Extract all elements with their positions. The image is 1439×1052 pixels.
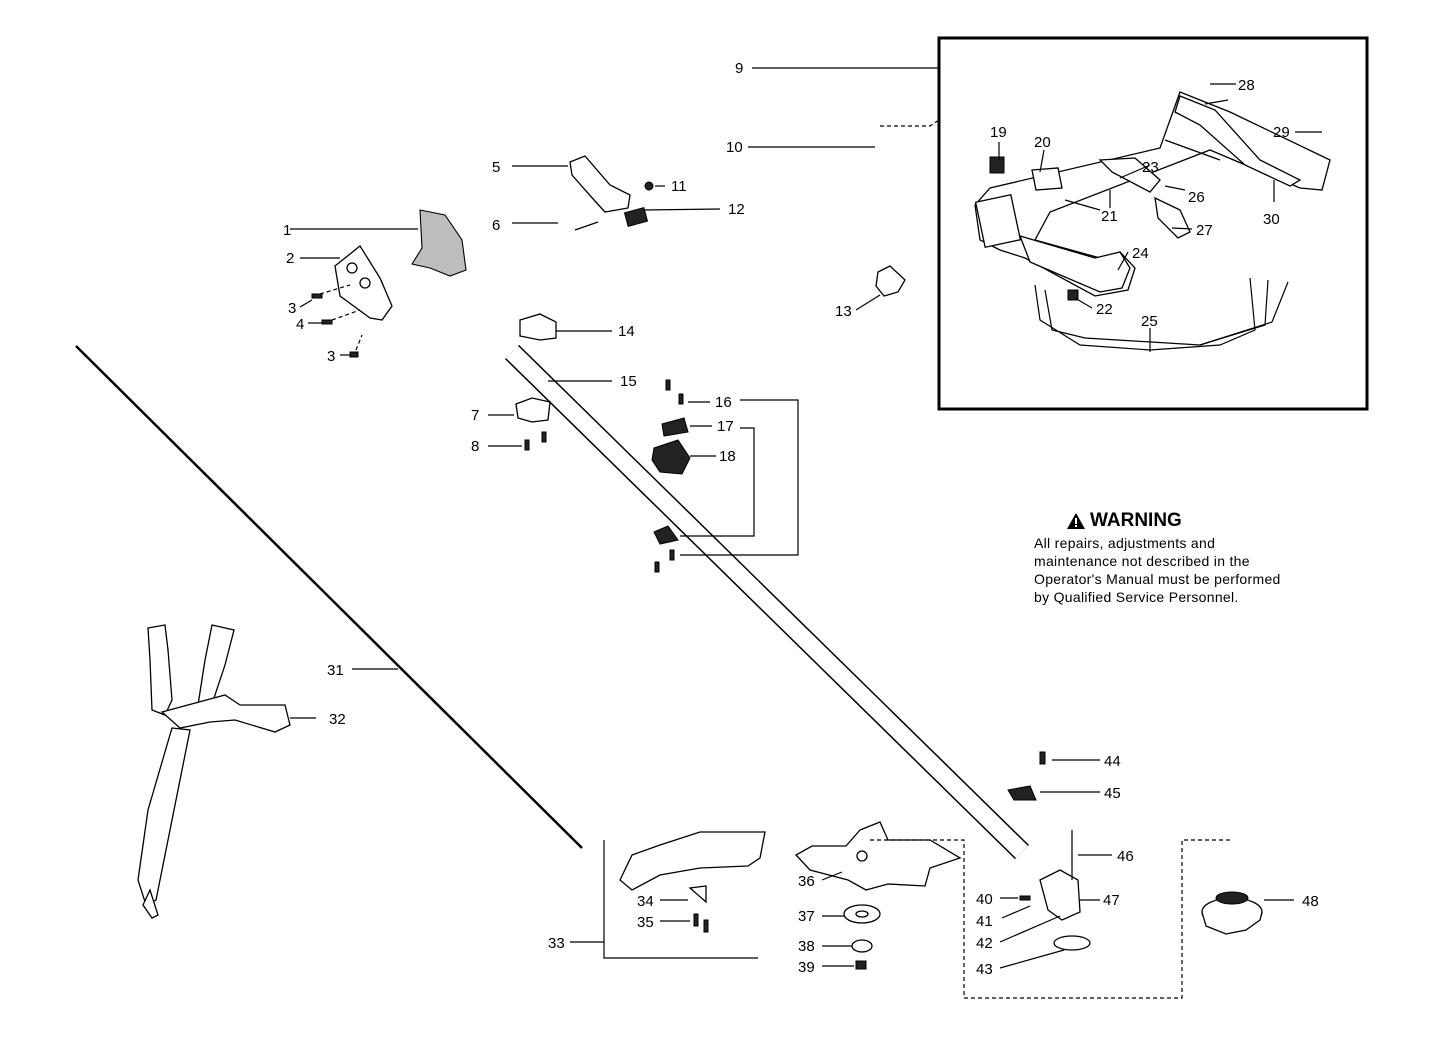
label-23: 23 bbox=[1142, 159, 1159, 176]
part-5 bbox=[569, 155, 631, 213]
label-26: 26 bbox=[1188, 189, 1205, 206]
label-5: 5 bbox=[492, 159, 500, 176]
label-3a: 3 bbox=[288, 300, 296, 317]
label-32: 32 bbox=[329, 711, 346, 728]
part-43 bbox=[1053, 935, 1091, 951]
label-4: 4 bbox=[296, 316, 304, 333]
label-46: 46 bbox=[1117, 848, 1134, 865]
label-42: 42 bbox=[976, 935, 993, 952]
label-16: 16 bbox=[715, 394, 732, 411]
label-10: 10 bbox=[726, 139, 743, 156]
label-36: 36 bbox=[798, 873, 815, 890]
label-37: 37 bbox=[798, 908, 815, 925]
inset-frame bbox=[937, 36, 1369, 411]
warning-text: All repairs, adjustments and maintenance… bbox=[1034, 535, 1281, 605]
part-18 bbox=[651, 439, 691, 475]
part-48-trimmer-head bbox=[1201, 891, 1263, 935]
throttle-housing bbox=[974, 91, 1331, 297]
part-17-lower bbox=[653, 525, 679, 545]
part-11 bbox=[644, 181, 654, 191]
part-32-harness bbox=[137, 624, 291, 919]
label-7: 7 bbox=[471, 407, 479, 424]
label-28: 28 bbox=[1238, 77, 1255, 94]
label-44: 44 bbox=[1104, 753, 1121, 770]
label-29: 29 bbox=[1273, 124, 1290, 141]
label-3b: 3 bbox=[327, 348, 335, 365]
label-9: 9 bbox=[735, 60, 743, 77]
label-31: 31 bbox=[327, 662, 344, 679]
part-36-blade bbox=[794, 821, 962, 891]
part-45 bbox=[1007, 785, 1037, 801]
label-15: 15 bbox=[620, 373, 637, 390]
label-19: 19 bbox=[990, 124, 1007, 141]
label-48: 48 bbox=[1302, 893, 1319, 910]
label-12: 12 bbox=[728, 201, 745, 218]
label-6: 6 bbox=[492, 217, 500, 234]
part-33-guard bbox=[619, 831, 766, 891]
label-47: 47 bbox=[1103, 892, 1120, 909]
part-14 bbox=[519, 313, 557, 341]
part-17 bbox=[661, 417, 689, 437]
part-10-handlebar bbox=[647, 129, 896, 286]
part-39 bbox=[855, 960, 867, 970]
label-13: 13 bbox=[835, 303, 852, 320]
warning-notice: WARNING All repairs, adjustments and mai… bbox=[1034, 510, 1294, 606]
label-18: 18 bbox=[719, 448, 736, 465]
label-33: 33 bbox=[548, 935, 565, 952]
label-22: 22 bbox=[1096, 301, 1113, 318]
label-21: 21 bbox=[1101, 208, 1118, 225]
part-23 bbox=[1098, 157, 1161, 193]
label-45: 45 bbox=[1104, 785, 1121, 802]
label-30: 30 bbox=[1263, 211, 1280, 228]
part-47-gearhead bbox=[1039, 869, 1081, 921]
part-31-driveshaft bbox=[75, 345, 583, 849]
part-34 bbox=[688, 885, 707, 904]
label-8: 8 bbox=[471, 438, 479, 455]
warning-triangle-icon bbox=[1067, 513, 1085, 529]
label-41: 41 bbox=[976, 913, 993, 930]
part-1 bbox=[411, 209, 467, 277]
part-20 bbox=[1031, 167, 1063, 191]
label-34: 34 bbox=[637, 893, 654, 910]
part-22 bbox=[1067, 289, 1079, 301]
label-14: 14 bbox=[618, 323, 635, 340]
label-11: 11 bbox=[671, 178, 687, 195]
label-38: 38 bbox=[798, 938, 815, 955]
label-2: 2 bbox=[286, 250, 294, 267]
warning-title: WARNING bbox=[1090, 510, 1182, 531]
part-12 bbox=[623, 207, 649, 227]
part-38 bbox=[851, 939, 873, 953]
warning-header: WARNING bbox=[1034, 510, 1294, 532]
part-7 bbox=[515, 397, 551, 423]
label-27: 27 bbox=[1196, 222, 1213, 239]
label-1: 1 bbox=[283, 222, 291, 239]
label-40: 40 bbox=[976, 891, 993, 908]
label-25: 25 bbox=[1141, 313, 1158, 330]
part-13 bbox=[875, 265, 906, 297]
part-27 bbox=[1154, 196, 1191, 239]
part-19 bbox=[989, 156, 1005, 174]
label-35: 35 bbox=[637, 914, 654, 931]
label-20: 20 bbox=[1034, 134, 1051, 151]
label-17: 17 bbox=[717, 418, 734, 435]
label-43: 43 bbox=[976, 961, 993, 978]
label-24: 24 bbox=[1132, 245, 1149, 262]
label-39: 39 bbox=[798, 959, 815, 976]
